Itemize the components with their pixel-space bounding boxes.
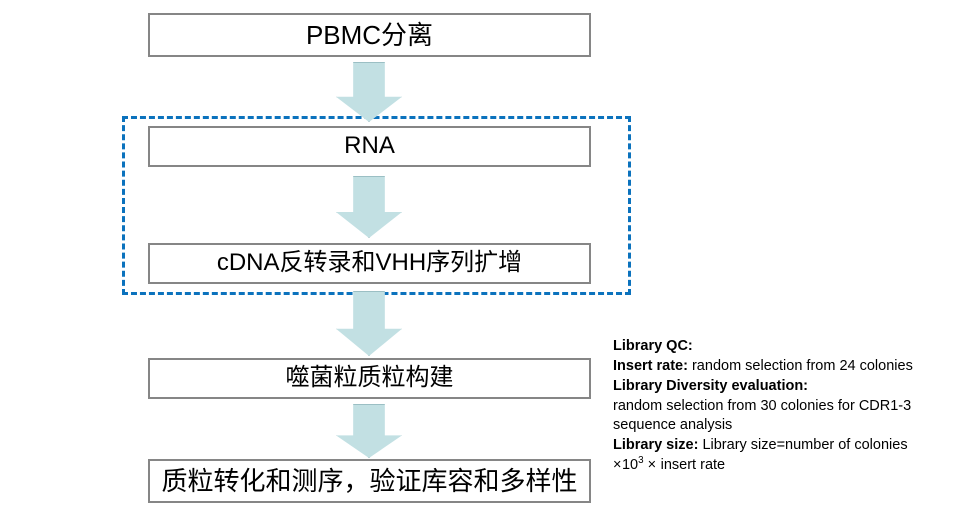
qc-note-line-1: Library QC: xyxy=(613,337,953,357)
qc-note-3-bold: Library Diversity evaluation: xyxy=(613,377,809,394)
qc-note-formula: ×103 × insert rate xyxy=(613,456,953,476)
down-arrow-icon-3 xyxy=(336,291,402,356)
qc-note-line-4: random selection from 30 colonies for CD… xyxy=(613,397,953,417)
multiply-sign-2: × xyxy=(647,457,657,474)
process-box-rna-label: RNA xyxy=(344,132,395,160)
formula-tail: insert rate xyxy=(660,457,726,474)
qc-note-6-rest: Library size=number of colonies xyxy=(698,437,908,454)
qc-note-1-bold: Library QC: xyxy=(613,338,693,354)
process-box-pbmc[interactable]: PBMC分离 xyxy=(148,13,591,57)
process-box-cdna-label: cDNA反转录和VHH序列扩增 xyxy=(216,249,523,277)
qc-note-5-rest: sequence analysis xyxy=(613,417,733,434)
process-box-transformation-label: 质粒转化和测序，验证库容和多样性 xyxy=(161,465,578,496)
process-box-cdna[interactable]: cDNA反转录和VHH序列扩增 xyxy=(148,243,591,284)
arrow-outline xyxy=(336,404,402,458)
process-box-rna[interactable]: RNA xyxy=(148,126,591,167)
down-arrow-icon-1 xyxy=(336,62,402,122)
process-box-phagemid-label: 噬菌粒质粒构建 xyxy=(285,364,454,392)
multiply-sign-1: × xyxy=(613,457,622,474)
qc-note-6-bold: Library size: xyxy=(613,437,699,454)
arrow-outline xyxy=(336,291,402,356)
qc-note-line-6: Library size: Library size=number of col… xyxy=(613,436,953,456)
process-box-pbmc-label: PBMC分离 xyxy=(305,19,434,50)
formula-exponent: 3 xyxy=(638,455,644,467)
qc-note-line-2: Insert rate: random selection from 24 co… xyxy=(613,357,953,377)
qc-note-2-rest: random selection from 24 colonies xyxy=(687,357,913,374)
library-qc-notes: Library QC: Insert rate: random selectio… xyxy=(613,337,953,476)
qc-note-line-3: Library Diversity evaluation: xyxy=(613,377,953,397)
process-box-transformation[interactable]: 质粒转化和测序，验证库容和多样性 xyxy=(148,459,591,503)
down-arrow-icon-4 xyxy=(336,404,402,458)
arrow-outline xyxy=(336,62,402,122)
process-box-phagemid[interactable]: 噬菌粒质粒构建 xyxy=(148,358,591,399)
qc-note-line-5: sequence analysis xyxy=(613,416,953,436)
formula-base: 10 xyxy=(621,457,639,474)
qc-note-2-bold: Insert rate: xyxy=(613,357,688,374)
qc-note-4-rest: random selection from 30 colonies for CD… xyxy=(613,397,912,414)
